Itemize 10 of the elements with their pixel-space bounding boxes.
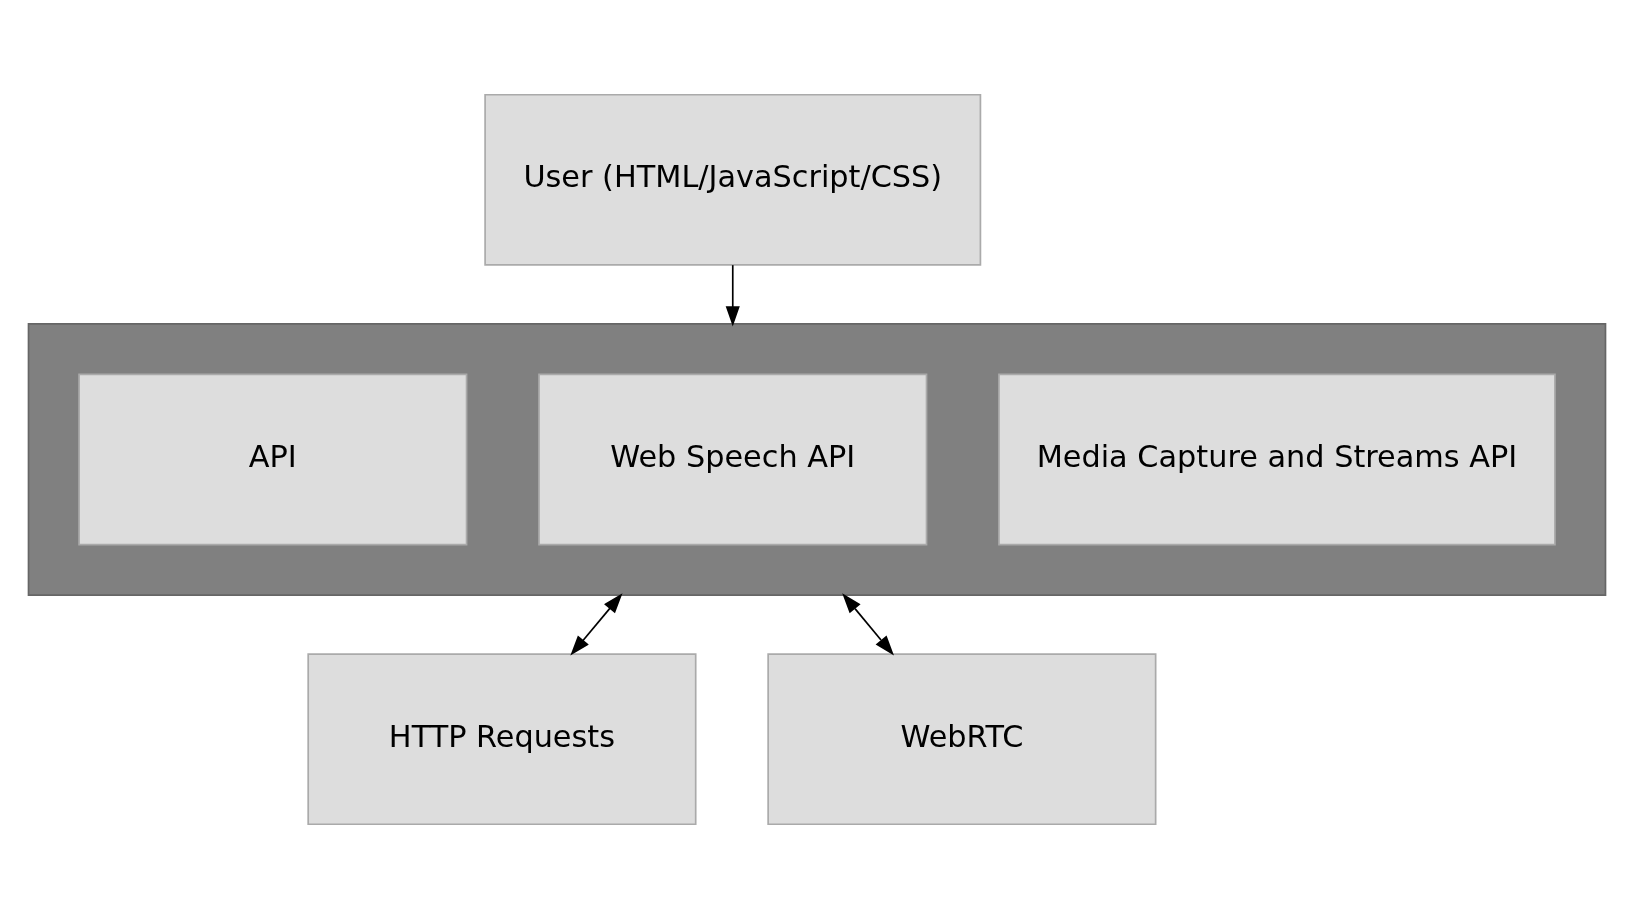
arrow: [570, 592, 623, 656]
arrow: [842, 592, 894, 656]
node-box: WebRTC: [767, 652, 1157, 825]
arrow: [725, 263, 740, 326]
node-box: User (HTML/JavaScript/CSS): [484, 93, 982, 266]
node-box: Media Capture and Streams API: [998, 373, 1556, 545]
cluster: [27, 322, 1607, 596]
node-box: Web Speech API: [538, 373, 928, 545]
node-box: HTTP Requests: [307, 652, 697, 825]
node-box: API: [78, 373, 468, 545]
